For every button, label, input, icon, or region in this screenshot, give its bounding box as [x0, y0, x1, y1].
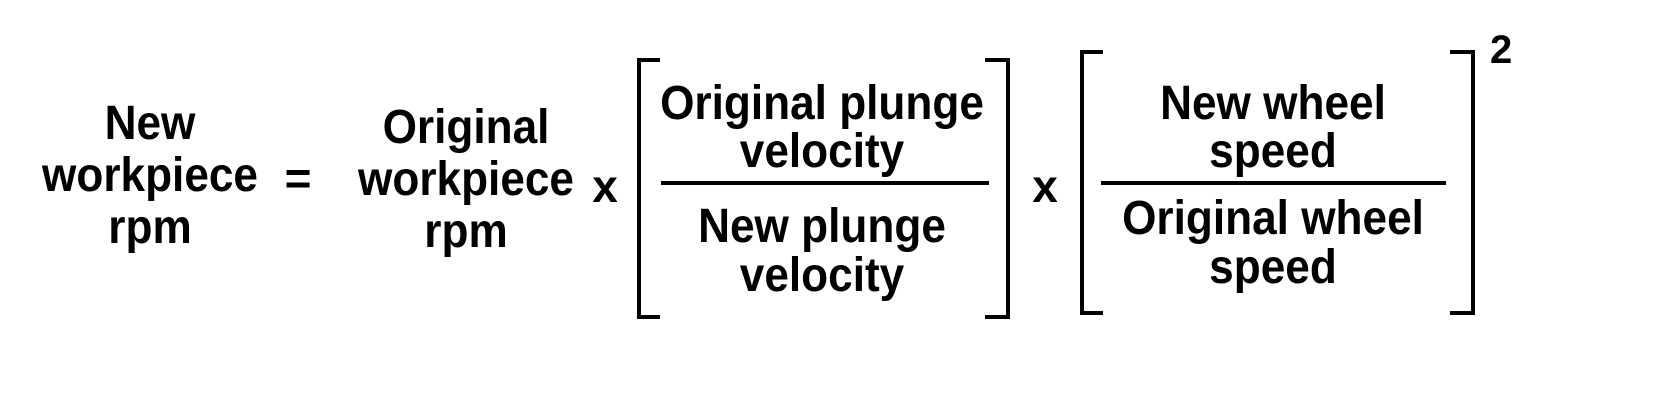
term1-line-2: workpiece	[358, 153, 574, 206]
fraction1-denominator-line-2: velocity	[739, 249, 905, 302]
equals-sign: =	[284, 152, 312, 204]
bracket-2-left	[1080, 50, 1103, 315]
bracket-2-right	[1450, 50, 1475, 315]
multiply-sign-1: x	[592, 160, 618, 212]
bracket-1-left	[637, 58, 660, 319]
fraction1-denominator-line-1: New plunge	[698, 200, 946, 253]
fraction1-numerator-line-2: velocity	[739, 125, 905, 178]
term1-line-3: rpm	[424, 205, 508, 258]
bracket-1-right	[985, 58, 1010, 319]
exponent-squared: 2	[1490, 28, 1513, 72]
lhs-line-2: workpiece	[42, 149, 258, 202]
term1-line-1: Original	[382, 101, 550, 154]
fraction2-denominator-line-1: Original wheel	[1122, 192, 1424, 245]
fraction1-numerator-line-1: Original plunge	[660, 77, 984, 130]
fraction2-numerator-line-1: New wheel	[1160, 77, 1386, 130]
fraction2-numerator-line-2: speed	[1209, 125, 1337, 178]
lhs-line-1: New	[104, 97, 196, 150]
fraction2-denominator-line-2: speed	[1209, 241, 1337, 294]
multiply-sign-2: x	[1032, 160, 1058, 212]
lhs-line-3: rpm	[108, 201, 192, 254]
